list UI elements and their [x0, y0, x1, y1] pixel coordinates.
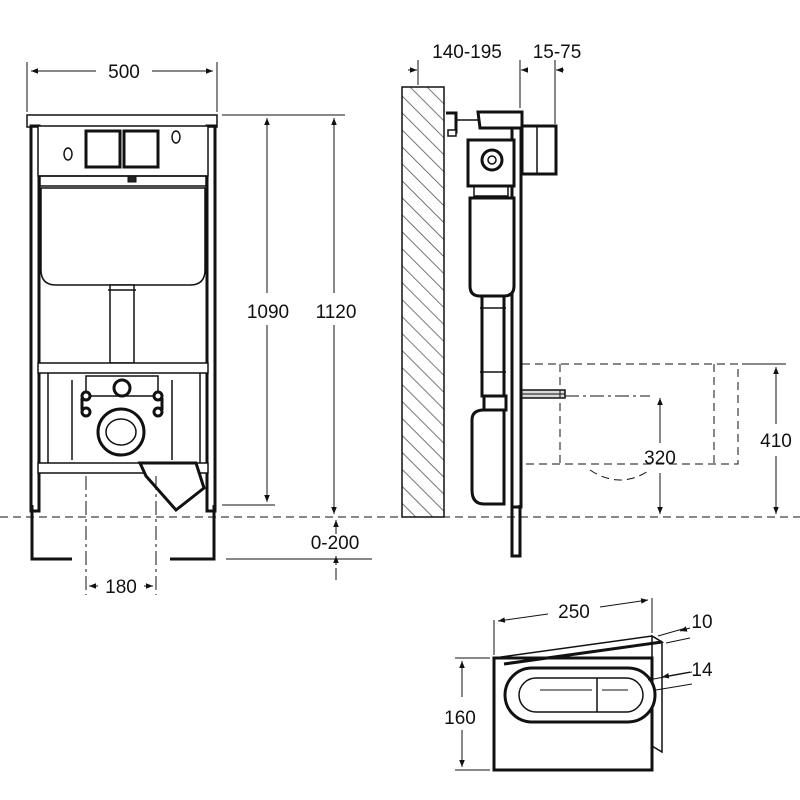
dim-180: 180 — [105, 577, 137, 598]
dimension-plate-width: 250 — [493, 598, 653, 655]
dimension-leg-adjust: 0-200 — [226, 520, 372, 580]
dim-410: 410 — [760, 431, 792, 452]
dim-140-195: 140-195 — [432, 42, 502, 63]
dim-1120: 1120 — [316, 302, 357, 323]
cistern-tank — [40, 187, 206, 286]
flush-plate — [491, 634, 665, 772]
dimension-button-depth: 14 — [647, 660, 713, 691]
dimension-bowl-height: 410 — [742, 363, 792, 514]
dim-250: 250 — [558, 602, 590, 623]
side-view — [401, 86, 739, 558]
dim-14: 14 — [691, 660, 713, 681]
wall-hatch — [401, 86, 445, 518]
dimension-width: 500 — [26, 62, 218, 112]
front-view — [26, 114, 218, 595]
front-frame — [26, 114, 218, 128]
dim-160: 160 — [444, 708, 476, 729]
dimension-outlet-height: 320 — [644, 398, 676, 514]
dimension-flush-depth: 15-75 — [533, 42, 582, 124]
side-leg — [510, 505, 522, 558]
front-leg-left — [30, 505, 72, 561]
side-tank — [468, 196, 516, 298]
dim-10: 10 — [691, 612, 712, 633]
dim-320: 320 — [644, 448, 676, 469]
dim-1090: 1090 — [247, 302, 289, 323]
drain-pipe — [137, 461, 206, 513]
dimension-plate-height: 160 — [444, 657, 490, 771]
dimension-wall-distance: 140-195 — [408, 42, 528, 108]
flush-opening-right — [122, 129, 160, 169]
dimension-height-inner: 1090 — [222, 114, 345, 506]
dim-15-75: 15-75 — [533, 42, 582, 63]
flush-button — [503, 666, 657, 724]
side-outlet — [470, 408, 506, 506]
dimension-plate-depth: 10 — [657, 612, 713, 644]
dimension-bolt-spacing: 180 — [89, 577, 153, 598]
bowl-outline — [521, 363, 739, 465]
dimension-height-total: 1120 — [316, 118, 357, 514]
front-leg-right — [170, 505, 216, 561]
flush-opening-left — [84, 129, 122, 169]
dim-0-200: 0-200 — [311, 533, 360, 554]
dim-500: 500 — [108, 62, 140, 83]
